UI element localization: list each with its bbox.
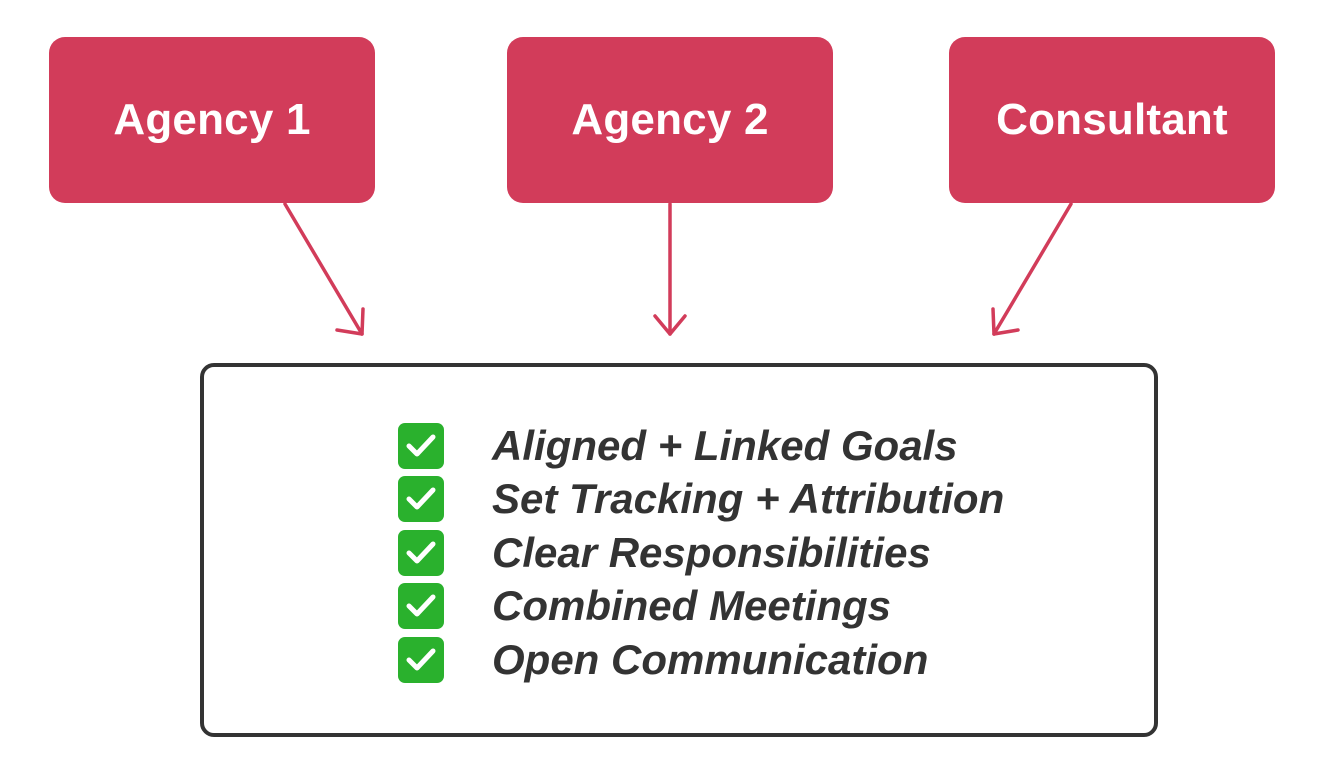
agency-2-label: Agency 2: [571, 95, 769, 144]
checklist-item-label: Open Communication: [492, 635, 929, 683]
arrow-consultant: [991, 202, 1073, 336]
agency-2-box: Agency 2: [507, 37, 833, 203]
checklist-item: Aligned + Linked Goals: [398, 419, 1004, 473]
arrow-agency-1: [283, 202, 365, 336]
checklist-item-label: Set Tracking + Attribution: [492, 475, 1005, 523]
checklist-item-label: Combined Meetings: [492, 582, 892, 630]
agency-1-box: Agency 1: [49, 37, 375, 203]
checklist-item-label: Clear Responsibilities: [492, 528, 931, 576]
check-mark-button-icon: [398, 476, 444, 523]
outcomes-checklist: Aligned + Linked Goals Set Tracking + At…: [398, 419, 1004, 687]
consultant-label: Consultant: [996, 95, 1228, 144]
checklist-item: Set Tracking + Attribution: [398, 473, 1004, 527]
arrow-agency-2: [653, 202, 687, 336]
checklist-item: Combined Meetings: [398, 580, 1004, 634]
check-mark-button-icon: [398, 636, 444, 683]
check-mark-button-icon: [398, 583, 444, 630]
checklist-item: Open Communication: [398, 633, 1004, 687]
agency-1-label: Agency 1: [113, 95, 311, 144]
checklist-item: Clear Responsibilities: [398, 526, 1004, 580]
check-mark-button-icon: [398, 422, 444, 469]
check-mark-button-icon: [398, 529, 444, 576]
checklist-item-label: Aligned + Linked Goals: [492, 421, 958, 469]
outcomes-box: Aligned + Linked Goals Set Tracking + At…: [200, 363, 1158, 737]
consultant-box: Consultant: [949, 37, 1275, 203]
